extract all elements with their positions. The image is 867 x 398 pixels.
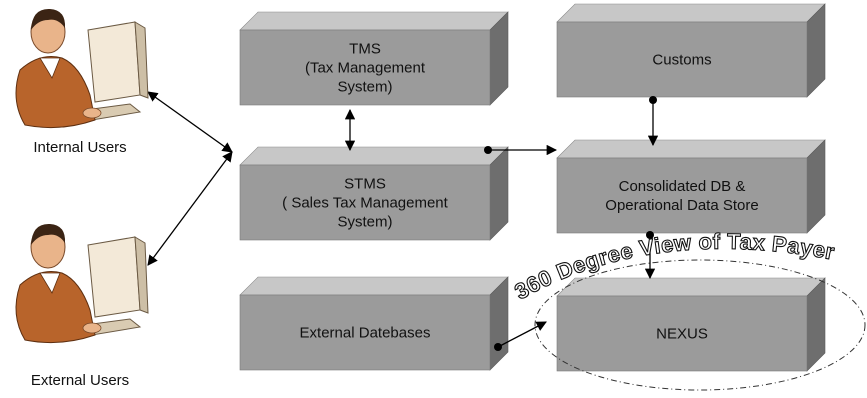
connectors [147, 91, 659, 348]
box-front-face [556, 21, 808, 98]
box-label-line: TMS [349, 41, 381, 58]
box-external-db: External Datebases [239, 276, 509, 371]
box-label-line: Consolidated DB & [619, 178, 746, 195]
box-nexus: NEXUS [556, 277, 826, 372]
box-label-line: ( Sales Tax Management [282, 195, 448, 212]
box-top-face [239, 146, 509, 166]
box-top-face [239, 11, 509, 31]
box-consolidated: Consolidated DB & Operational Data Store [556, 139, 826, 234]
connector-dots [484, 96, 657, 351]
box-label-line: Operational Data Store [605, 197, 758, 214]
person-at-computer-icon [15, 223, 149, 344]
box-top-face [556, 139, 826, 159]
external-users-label: External Users [31, 372, 129, 389]
box-front-face [239, 29, 491, 106]
arrow-external-users-hub [147, 151, 233, 266]
box-top-face [556, 277, 826, 297]
box-front-face [239, 294, 491, 371]
arrow-externaldb-nexus [497, 321, 547, 348]
box-label-line: System) [337, 79, 392, 96]
box-label-line: (Tax Management [305, 60, 426, 77]
box-customs: Customs [556, 3, 826, 98]
internal-user: Internal Users [15, 8, 149, 156]
box-front-face [556, 295, 808, 372]
arrow-internal-users-hub [147, 91, 233, 153]
box-label-line: External Datebases [300, 325, 431, 342]
nexus-highlight-ellipse [534, 259, 866, 391]
internal-users-label: Internal Users [33, 139, 126, 156]
box-top-face [556, 3, 826, 23]
box-label-line: NEXUS [656, 326, 708, 343]
box-label-line: System) [337, 214, 392, 231]
box-front-face [239, 164, 491, 241]
box-top-face [239, 276, 509, 296]
external-user: External Users [15, 223, 149, 389]
box-label-line: Customs [652, 52, 711, 69]
box-label-line: STMS [344, 176, 386, 193]
box-front-face [556, 157, 808, 234]
person-at-computer-icon [15, 8, 149, 129]
